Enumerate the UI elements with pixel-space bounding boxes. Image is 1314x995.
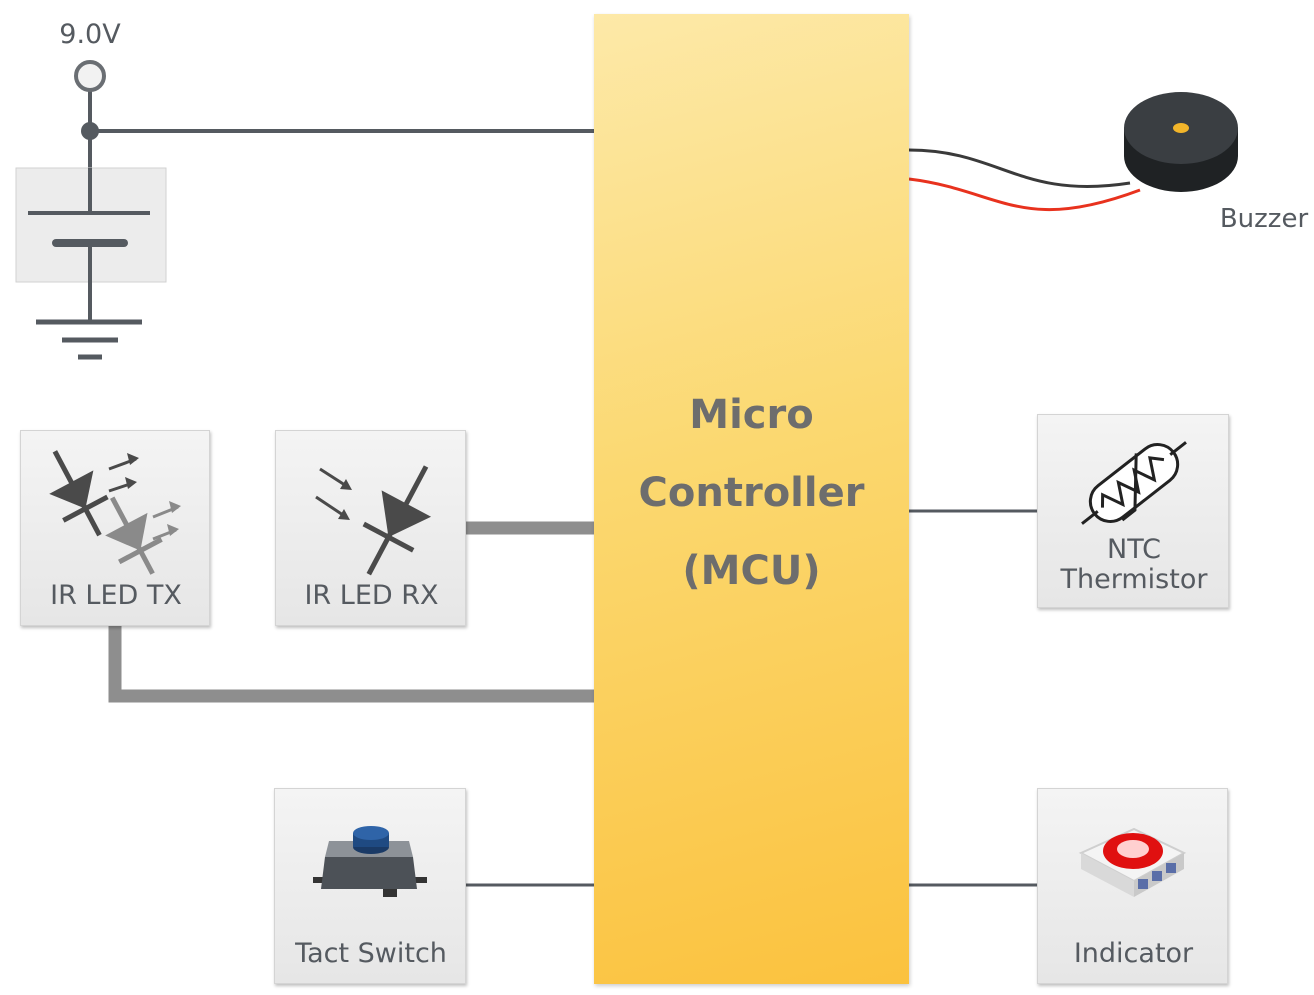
tact-switch-label: Tact Switch bbox=[295, 938, 447, 969]
junction-dot bbox=[81, 122, 99, 140]
mcu-line-3: (MCU) bbox=[682, 548, 821, 594]
ir-led-tx-icon bbox=[49, 450, 181, 575]
buzzer-icon bbox=[1124, 92, 1238, 192]
ntc-thermistor-box: NTC Thermistor bbox=[1037, 414, 1229, 608]
buzzer-label: Buzzer bbox=[1219, 204, 1309, 234]
led-indicator-icon bbox=[1078, 827, 1187, 897]
supply-voltage-label: 9.0V bbox=[59, 19, 121, 50]
supply-terminal bbox=[74, 60, 106, 92]
ir-tx-bus bbox=[108, 626, 594, 703]
ntc-label-line1: NTC bbox=[1107, 534, 1161, 565]
ir-led-tx-label: IR LED TX bbox=[50, 580, 182, 611]
ntc-label-line2: Thermistor bbox=[1060, 564, 1208, 595]
ir-led-tx-box: IR LED TX bbox=[20, 430, 210, 626]
indicator-box: Indicator bbox=[1037, 788, 1228, 984]
indicator-label: Indicator bbox=[1073, 938, 1194, 969]
ir-led-rx-box: IR LED RX bbox=[275, 430, 466, 626]
buzzer-wire-black bbox=[908, 148, 1131, 188]
ir-led-rx-label: IR LED RX bbox=[304, 580, 439, 611]
buzzer-wire-red bbox=[908, 177, 1141, 212]
ir-led-rx-icon bbox=[315, 465, 432, 576]
thermistor-icon bbox=[1081, 441, 1187, 525]
mcu-line-2: Controller bbox=[638, 470, 865, 516]
mcu-block: Micro Controller (MCU) bbox=[594, 14, 909, 984]
mcu-line-1: Micro bbox=[689, 392, 814, 438]
tact-switch-icon bbox=[313, 826, 427, 897]
tact-switch-box: Tact Switch bbox=[274, 788, 466, 984]
